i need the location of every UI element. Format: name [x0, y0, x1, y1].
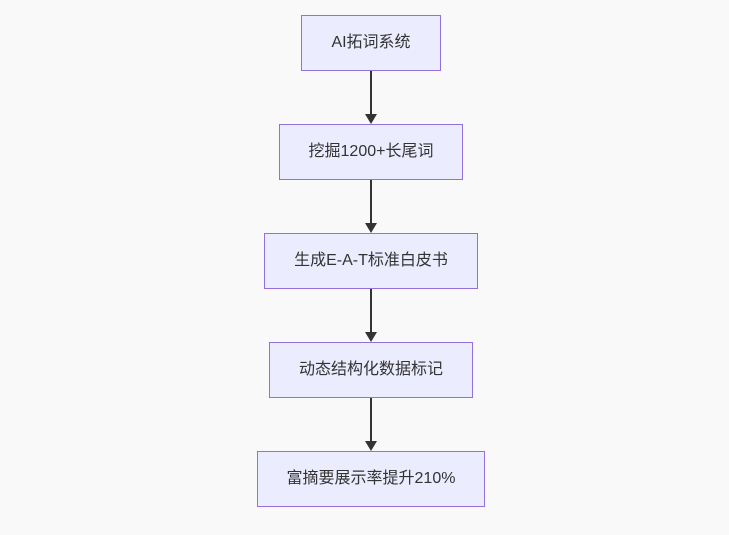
flowchart-node-eat-whitepaper: 生成E-A-T标准白皮书 — [264, 233, 478, 289]
arrow-line — [370, 71, 372, 114]
arrow-line — [370, 398, 372, 441]
arrow-line — [370, 180, 372, 223]
flowchart-node-structured-data-markup: 动态结构化数据标记 — [268, 342, 473, 398]
arrow-head-down-icon — [365, 223, 377, 233]
arrow-head-down-icon — [365, 441, 377, 451]
flowchart-node-rich-snippet-rate: 富摘要展示率提升210% — [256, 451, 486, 507]
flowchart-edge-2 — [365, 180, 377, 233]
arrow-head-down-icon — [365, 332, 377, 342]
flowchart-node-ai-keyword-system: AI拓词系统 — [301, 15, 441, 71]
arrow-head-down-icon — [365, 114, 377, 124]
flowchart-edge-3 — [365, 289, 377, 342]
flowchart-edge-4 — [365, 398, 377, 451]
flowchart-edge-1 — [365, 71, 377, 124]
flowchart-node-longtail-keywords: 挖掘1200+长尾词 — [278, 124, 464, 180]
arrow-line — [370, 289, 372, 332]
